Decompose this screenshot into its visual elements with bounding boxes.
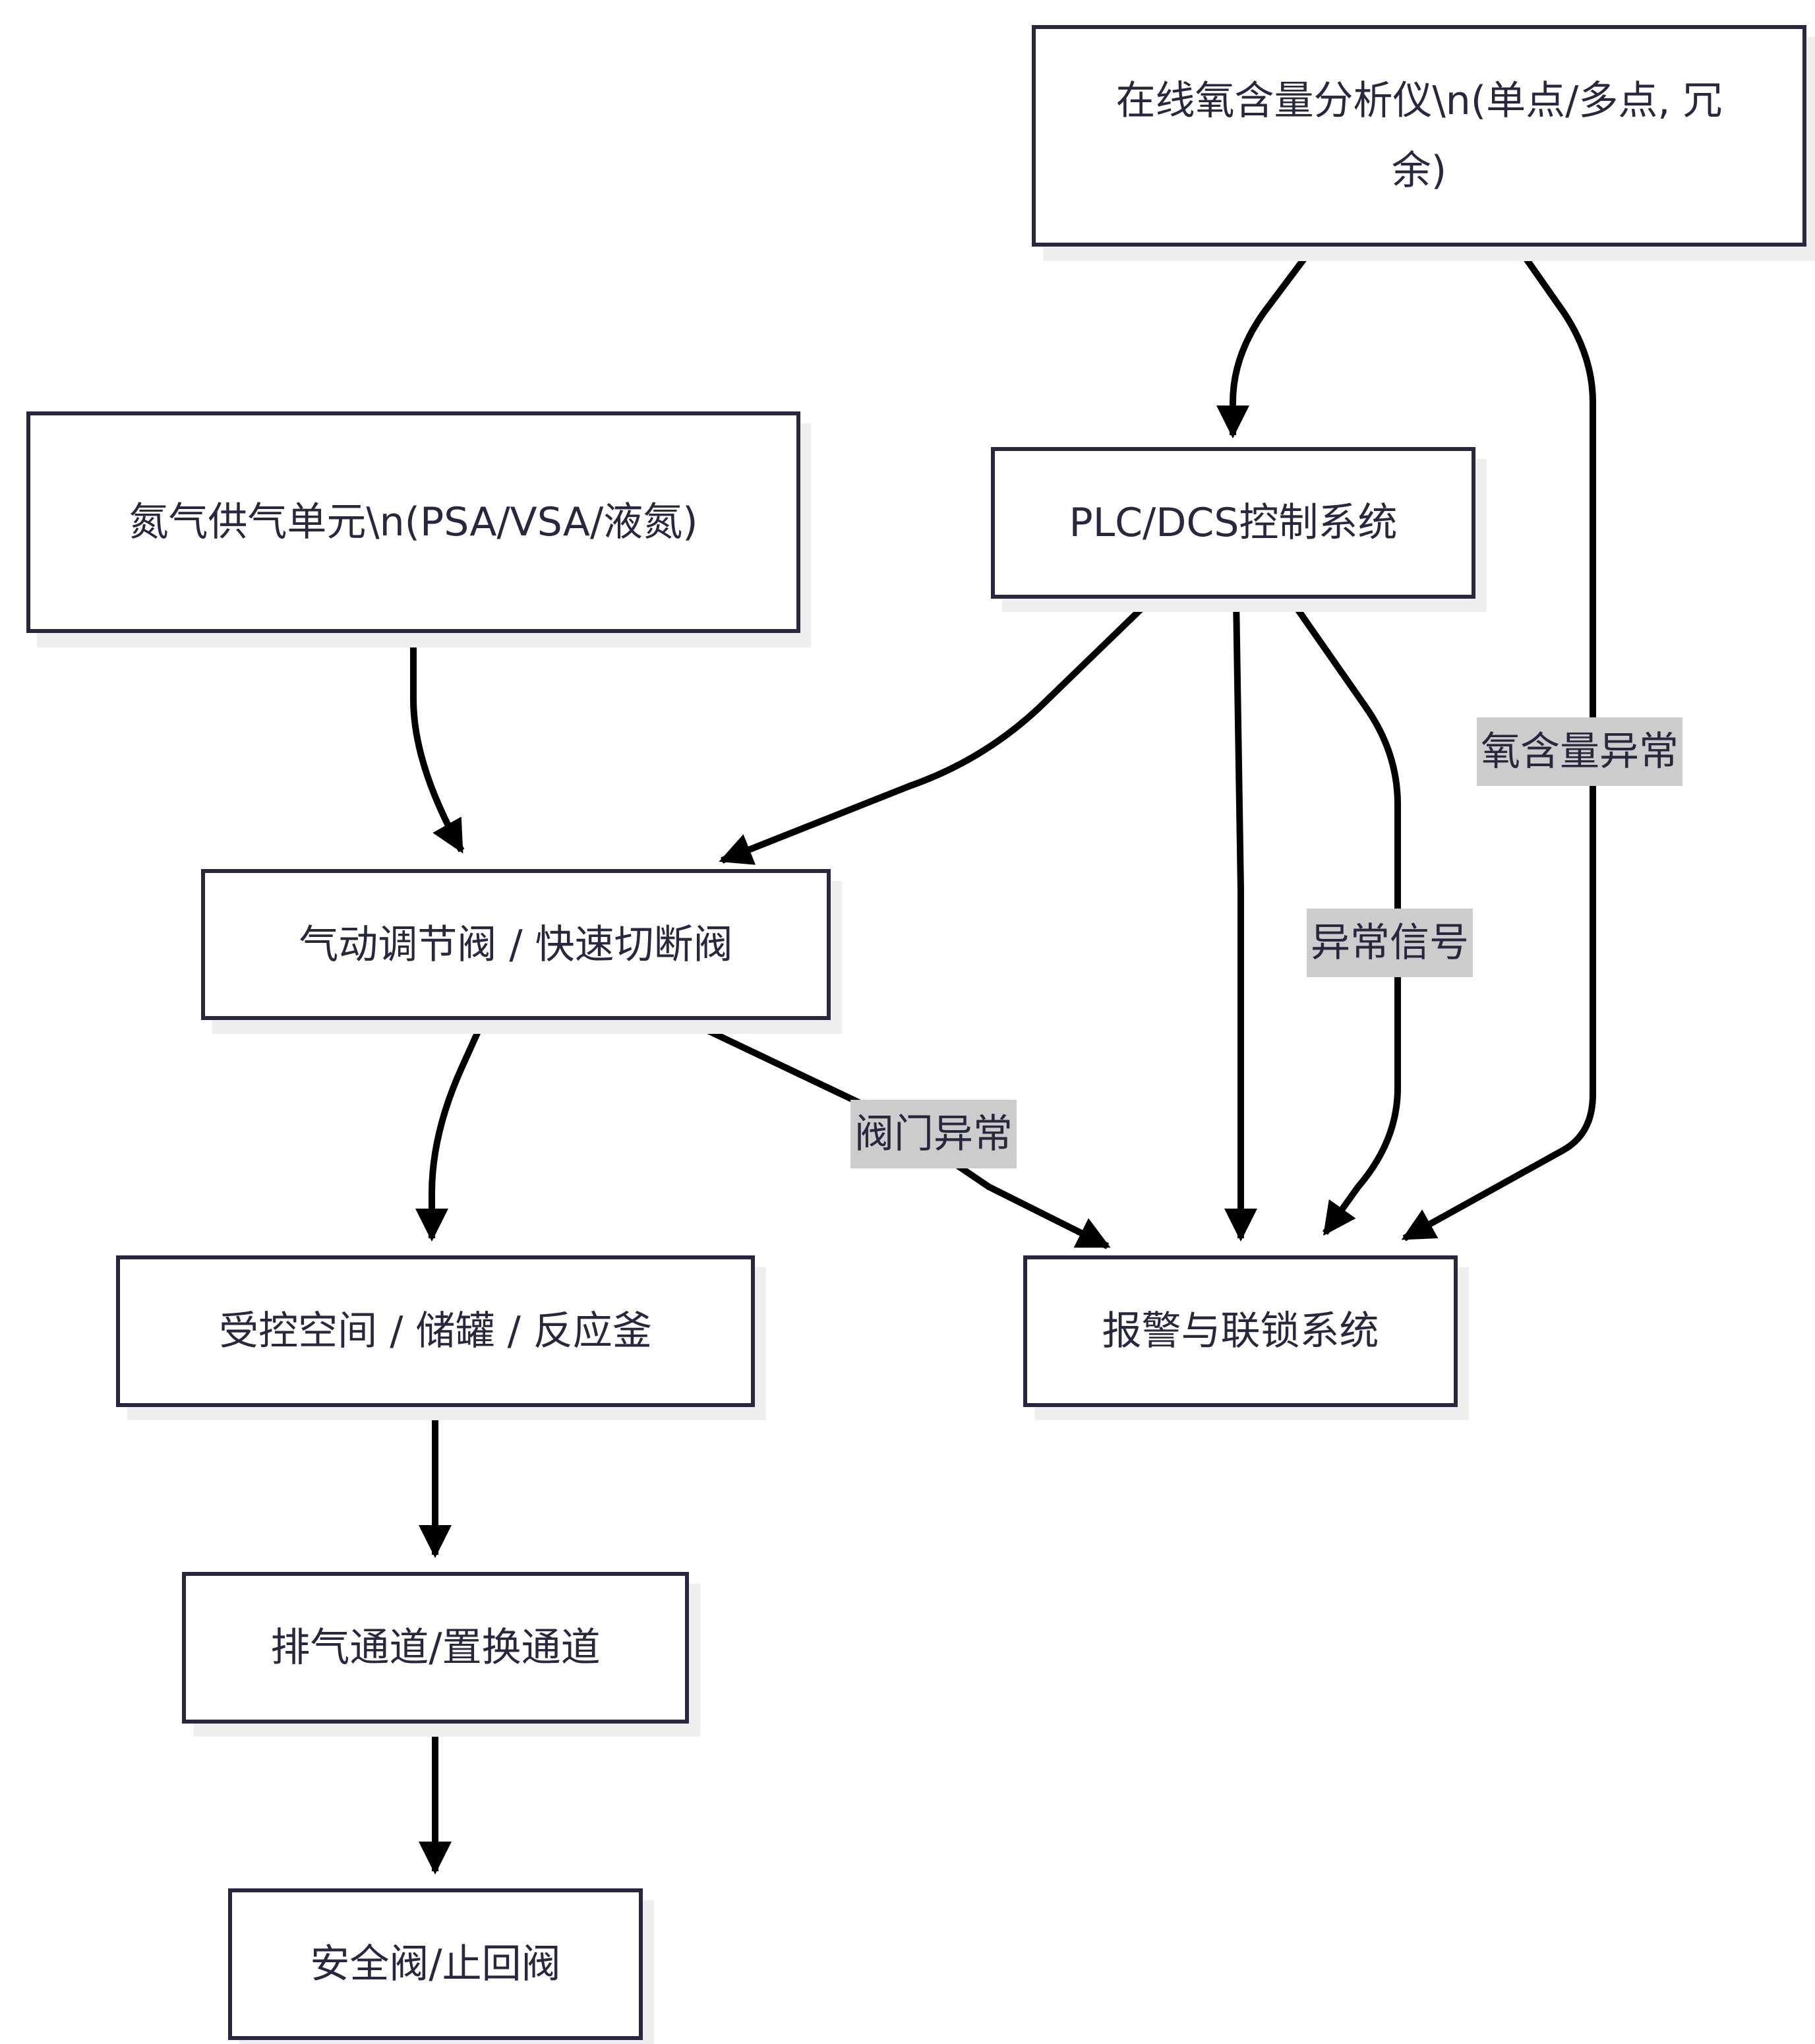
- node-valve: 气动调节阀 / 快速切断阀: [201, 869, 831, 1020]
- edge-label-abnormal-signal: 异常信号: [1307, 909, 1473, 977]
- edge-plc-to-alarm-direct: [1224, 598, 1257, 1242]
- node-label: 安全阀/止回阀: [310, 1941, 561, 1987]
- node-nitrogen-supply: 氮气供气单元\n(PSA/VSA/液氮): [26, 411, 800, 633]
- edge-label-oxygen-abnormal: 氧含量异常: [1477, 717, 1682, 786]
- node-label: 氮气供气单元\n(PSA/VSA/液氮): [129, 499, 698, 545]
- node-exhaust-channel: 排气通道/置换通道: [182, 1572, 689, 1724]
- node-plc-dcs: PLC/DCS控制系统: [991, 447, 1475, 599]
- node-controlled-space: 受控空间 / 储罐 / 反应釜: [116, 1255, 755, 1407]
- edge-analyzer-to-alarm: [1401, 245, 1596, 1242]
- node-label: 排气通道/置换通道: [270, 1625, 601, 1671]
- node-label: 在线氧含量分析仪\n(单点/多点, 冗余): [1116, 78, 1723, 194]
- node-alarm-interlock: 报警与联锁系统: [1023, 1255, 1458, 1407]
- node-label: PLC/DCS控制系统: [1069, 500, 1398, 546]
- edge-valve-to-space: [415, 1018, 487, 1242]
- node-safety-valve: 安全阀/止回阀: [228, 1888, 643, 2040]
- edge-analyzer-to-plc: [1216, 245, 1316, 438]
- edge-plc-to-valve: [719, 596, 1154, 865]
- node-label: 气动调节阀 / 快速切断阀: [299, 921, 733, 968]
- edge-label-valve-abnormal: 阀门异常: [850, 1100, 1017, 1168]
- node-label: 报警与联锁系统: [1102, 1308, 1379, 1354]
- node-label: 受控空间 / 储罐 / 反应釜: [219, 1308, 652, 1354]
- node-oxygen-analyzer: 在线氧含量分析仪\n(单点/多点, 冗余): [1032, 25, 1806, 247]
- edge-n2supply-to-valve: [410, 633, 465, 854]
